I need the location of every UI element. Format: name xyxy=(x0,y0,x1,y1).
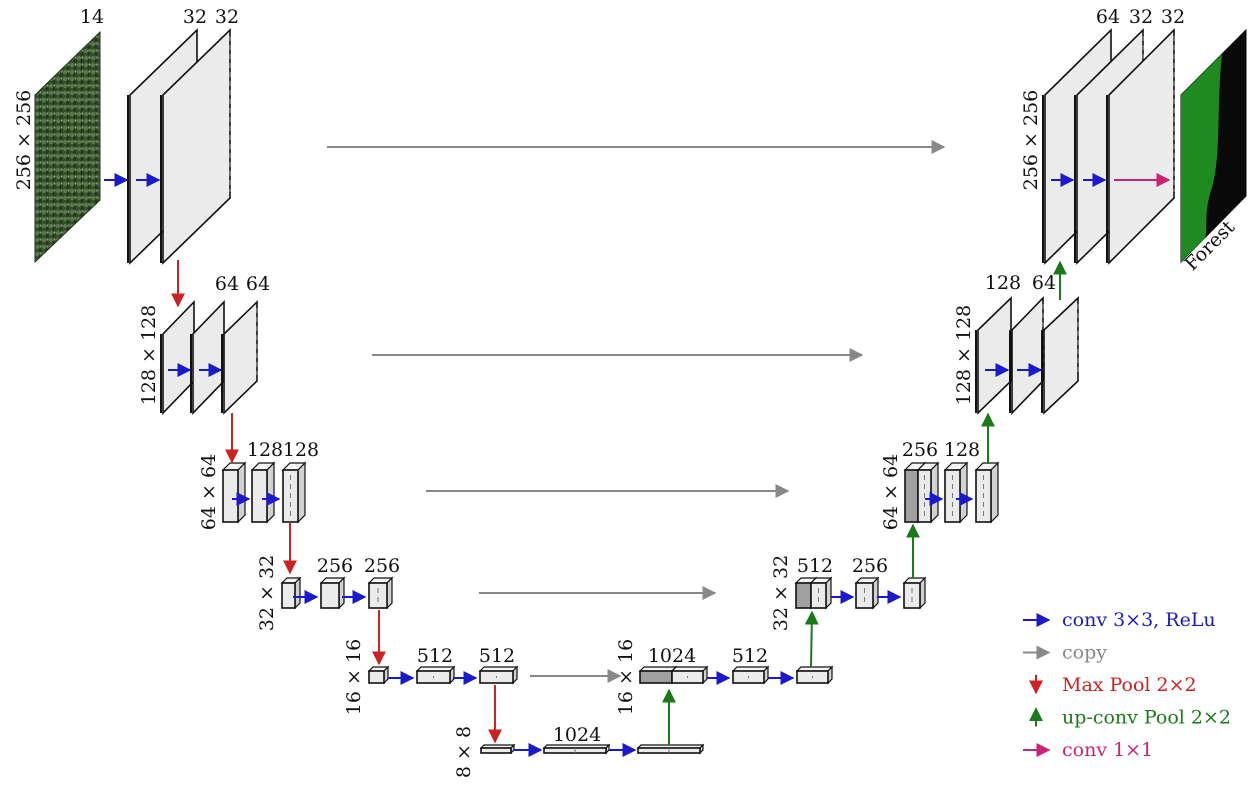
enc2-conv2-map xyxy=(221,300,258,415)
enc2-conv2-channels: 64 xyxy=(246,273,270,295)
enc4-input-map xyxy=(280,576,302,610)
enc3-input-map xyxy=(221,461,247,524)
legend-label-conv: conv 3×3, ReLu xyxy=(1062,609,1216,631)
dec3-conv-channels: 128 xyxy=(944,439,980,461)
dec3-concat-channels: 256 xyxy=(902,439,938,461)
enc1-conv2-map xyxy=(160,28,231,265)
enc3-conv2-map xyxy=(281,461,307,524)
dec5-copied-map xyxy=(638,665,678,685)
enc5-conv2-channels: 512 xyxy=(479,645,515,667)
dec1-conv1-channels: 32 xyxy=(1129,6,1153,28)
enc1-input-channels: 14 xyxy=(80,6,104,28)
dec1-concat-channels: 64 xyxy=(1096,6,1120,28)
legend-item-upconv: up-conv Pool 2×2 xyxy=(1029,707,1231,729)
dec1-conv2-channels: 32 xyxy=(1161,6,1185,28)
enc2-input-map xyxy=(160,300,195,415)
dec4-conv-channels: 256 xyxy=(852,555,888,577)
enc5-input-map xyxy=(367,665,390,685)
bottleneck-input-map xyxy=(479,743,516,755)
enc5-conv2-map xyxy=(478,665,519,685)
dec4-conv1-map xyxy=(854,576,880,610)
dec4-conv2-map xyxy=(902,576,927,610)
dec4-concat-channels: 512 xyxy=(797,555,833,577)
enc4-size-label: 32 × 32 xyxy=(256,555,278,631)
legend-item-conv: conv 3×3, ReLu xyxy=(1023,609,1216,631)
legend-label-copy: copy xyxy=(1062,642,1107,664)
legend-label-maxpool: Max Pool 2×2 xyxy=(1062,674,1197,696)
dec4-size-label: 32 × 32 xyxy=(770,555,792,631)
legend-item-copy: copy xyxy=(1023,642,1107,664)
dec5-size-label: 16 × 16 xyxy=(615,639,637,715)
enc3-conv1-map xyxy=(250,461,276,524)
dec2-conv-channels: 64 xyxy=(1032,272,1056,294)
dec5-upconv-map xyxy=(670,665,709,685)
enc4-conv2-channels: 256 xyxy=(364,555,400,577)
enc5-size-label: 16 × 16 xyxy=(343,639,365,715)
legend-label-upconv: up-conv Pool 2×2 xyxy=(1062,707,1231,729)
dec5-upconv-arrow xyxy=(804,610,819,668)
dec3-upconv-map xyxy=(916,461,940,524)
dec4-upconv-map xyxy=(809,576,833,610)
dec2-size-label: 128 × 128 xyxy=(953,305,975,406)
enc3-conv1-channels: 128 xyxy=(247,439,283,461)
legend-label-conv1x1: conv 1×1 xyxy=(1062,739,1153,761)
bottleneck-conv2-map xyxy=(636,743,705,755)
feature-maps xyxy=(34,28,1247,755)
operation-arrows xyxy=(104,140,1171,757)
dec2-conv2-map xyxy=(1041,296,1079,415)
output-segmentation-map xyxy=(1180,28,1247,264)
dec3-conv1-map xyxy=(943,461,969,524)
dec5-conv1-map xyxy=(731,665,770,685)
legend-item-conv1x1: conv 1×1 xyxy=(1023,739,1153,761)
enc1-conv2-channels: 32 xyxy=(215,6,239,28)
dec5-concat-channels: 1024 xyxy=(648,645,696,667)
forest-region xyxy=(1181,54,1222,262)
dec2-concat-channels: 128 xyxy=(985,272,1021,294)
legend-item-maxpool: Max Pool 2×2 xyxy=(1029,674,1197,696)
enc2-conv1-channels: 64 xyxy=(215,273,239,295)
bottleneck-channels: 1024 xyxy=(553,724,601,746)
dec1-conv2-map xyxy=(1106,28,1175,265)
enc5-conv1-map xyxy=(415,665,456,685)
dec5-conv2-map xyxy=(795,665,834,685)
enc1-size-label: 256 × 256 xyxy=(13,90,35,191)
enc4-conv1-map xyxy=(319,576,346,610)
enc5-conv1-channels: 512 xyxy=(417,645,453,667)
dec3-conv2-map xyxy=(974,461,1000,524)
dec5-conv-channels: 512 xyxy=(732,645,768,667)
dec2-conv1-map xyxy=(1009,296,1044,415)
enc3-size-label: 64 × 64 xyxy=(198,454,220,530)
bottleneck-conv1-map xyxy=(542,743,611,755)
enc4-conv1-channels: 256 xyxy=(317,555,353,577)
dec3-size-label: 64 × 64 xyxy=(880,454,902,530)
dec2-upconv-map xyxy=(975,296,1012,415)
enc3-conv2-channels: 128 xyxy=(283,439,319,461)
enc2-size-label: 128 × 128 xyxy=(138,305,160,406)
dec1-size-label: 256 × 256 xyxy=(1020,90,1042,191)
input-image xyxy=(34,30,101,264)
enc4-conv2-map xyxy=(367,576,394,610)
enc1-conv1-channels: 32 xyxy=(183,6,207,28)
bottleneck-size-label: 8 × 8 xyxy=(453,726,475,778)
enc2-conv1-map xyxy=(190,300,225,415)
